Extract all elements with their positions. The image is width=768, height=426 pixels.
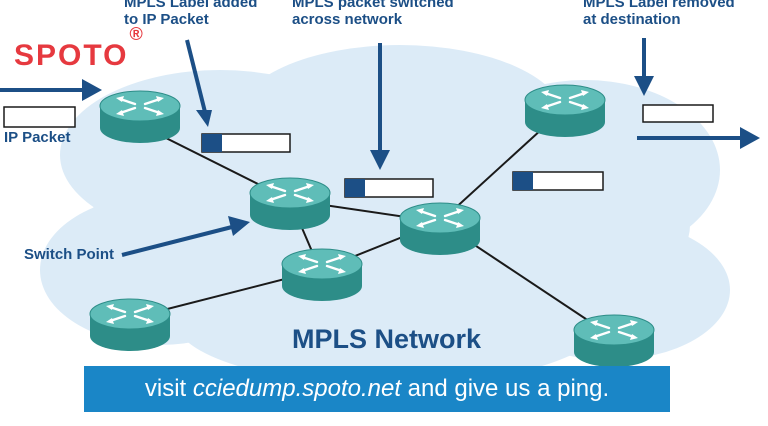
- arrow-icon: [637, 127, 760, 149]
- router-icon: [523, 83, 607, 139]
- brand-logo: SPOTO®: [14, 24, 145, 73]
- banner-suffix: and give us a ping.: [400, 375, 610, 402]
- arrow-icon: [185, 39, 212, 127]
- label-removed-line-2: at destination: [583, 11, 681, 28]
- router-icon: [88, 297, 172, 353]
- router-icon: [280, 247, 364, 303]
- packet-switched-caption: MPLS packet switched across network: [292, 0, 454, 28]
- brand-name: SPOTO: [14, 39, 129, 72]
- banner-link[interactable]: cciedump.spoto.net: [192, 375, 401, 402]
- label-removed-caption: MPLS Label removed at destination: [583, 0, 735, 28]
- arrow-icon: [121, 216, 250, 257]
- router-icon: [572, 313, 656, 369]
- router-icon: [248, 176, 332, 232]
- brand-registered-mark: ®: [129, 24, 145, 44]
- network-title: MPLS Network: [292, 324, 482, 354]
- banner-prefix: visit: [144, 375, 193, 402]
- packet-icon: [512, 171, 604, 191]
- packet-icon: [201, 133, 291, 153]
- packet-switched-line-2: across network: [292, 11, 403, 28]
- label-removed-line-1: MPLS Label removed: [583, 0, 735, 11]
- label-added-line-2: to IP Packet: [124, 11, 209, 28]
- ip-packet-label: IP Packet: [4, 129, 71, 146]
- packet-switched-line-1: MPLS packet switched: [292, 0, 454, 11]
- router-icon: [398, 201, 482, 257]
- packet-icon: [344, 178, 434, 198]
- packet-icon: [3, 106, 76, 128]
- arrow-icon: [0, 79, 102, 101]
- router-icon: [98, 89, 182, 145]
- label-added-line-1: MPLS Label added: [124, 0, 258, 11]
- switch-point-label: Switch Point: [24, 246, 114, 263]
- arrow-icon: [370, 43, 390, 170]
- label-added-caption: MPLS Label added to IP Packet: [124, 0, 257, 28]
- promo-banner: visit cciedump.spoto.net and give us a p…: [84, 366, 670, 412]
- packet-icon: [642, 104, 714, 123]
- arrow-icon: [634, 38, 654, 96]
